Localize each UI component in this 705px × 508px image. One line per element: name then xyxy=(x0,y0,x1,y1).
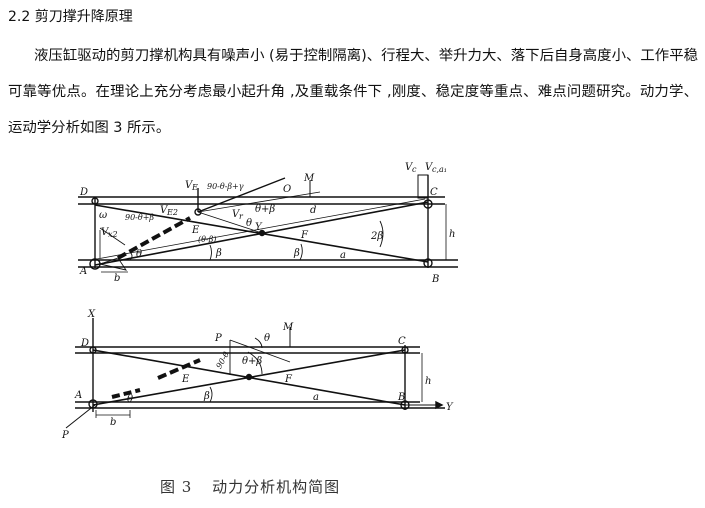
top-label-vr: V xyxy=(232,209,241,220)
top-label-ve2: V xyxy=(160,205,169,216)
top-label-omega: ω xyxy=(99,210,107,221)
bottom-label-x: X xyxy=(87,309,96,320)
top-label-vr-sub: r xyxy=(239,212,244,221)
bottom-label-b: B xyxy=(397,392,405,403)
bottom-label-a: A xyxy=(74,390,82,401)
bottom-arc-theta-beta xyxy=(247,351,263,375)
bottom-force-p-upper xyxy=(229,339,291,363)
bottom-arc-theta-top xyxy=(254,337,263,349)
top-label-d: D xyxy=(79,187,88,198)
top-vector-ve-dir xyxy=(197,177,286,213)
bottom-center-pivot xyxy=(245,373,253,381)
top-label-vx: V xyxy=(101,227,110,238)
top-vector-line-e-center xyxy=(197,211,263,234)
top-label-theta-beta: θ+β xyxy=(255,204,275,215)
top-label-vcrel: V xyxy=(425,162,434,173)
bottom-label-beta: β xyxy=(203,391,210,402)
top-label-theta-1: θ xyxy=(136,249,142,260)
figure-caption-text: 动力分析机构简图 xyxy=(212,478,341,496)
top-label-beta-1: β xyxy=(215,248,222,259)
top-label-c: C xyxy=(430,187,438,198)
top-label-ve-sub: E xyxy=(191,183,198,192)
top-label-theta-2: θ xyxy=(246,218,252,229)
bottom-label-a: a xyxy=(313,392,319,403)
paragraph-text: 液压缸驱动的剪刀撑机构具有噪声小 (易于控制隔离)、行程大、举升力大、落下后自身… xyxy=(8,48,698,136)
top-label-b: B xyxy=(431,274,439,285)
top-vector-ve2 xyxy=(197,191,321,213)
bottom-arc-beta xyxy=(209,386,213,403)
top-label-m: M xyxy=(303,173,315,184)
top-label-rel: (θ-β) xyxy=(198,235,216,244)
bottom-label-f: F xyxy=(284,374,293,385)
figure-label: 图 3 xyxy=(160,478,193,496)
top-label-a: A xyxy=(79,266,87,277)
top-label-angle-top: 90-θ-β+γ xyxy=(207,182,244,191)
bottom-label-theta-beta: θ+β xyxy=(242,356,262,367)
bottom-label-p-bottom: P xyxy=(61,430,69,441)
top-force-triangle xyxy=(99,257,128,271)
figure-caption: 图 3 动力分析机构简图 xyxy=(160,476,340,497)
bottom-label-e: E xyxy=(181,374,190,385)
top-label-vx-sub: x2 xyxy=(108,230,118,239)
section-title: 剪刀撑升降原理 xyxy=(34,9,133,25)
bottom-y-arrow xyxy=(435,400,444,410)
top-label-d-dim: d xyxy=(310,205,316,216)
bottom-label-m: M xyxy=(282,322,294,333)
section-number: 2.2 xyxy=(8,9,31,25)
top-arc-theta xyxy=(129,251,133,261)
top-label-2beta: 2β xyxy=(370,231,383,242)
top-diagram xyxy=(78,174,458,273)
section-heading: 2.2 剪刀撑升降原理 xyxy=(8,6,133,26)
bottom-pivot-d xyxy=(89,346,97,354)
bottom-pivot-a xyxy=(88,399,98,409)
top-labels: D A C B E F O M Y V E 90-θ-β+γ V c V c,a… xyxy=(79,162,455,285)
top-pivot-d xyxy=(91,197,99,205)
top-arc-beta-2 xyxy=(299,243,303,261)
top-arc-beta-1 xyxy=(209,244,212,261)
top-arm-ac-parallel xyxy=(96,198,426,260)
top-label-f: F xyxy=(300,230,309,241)
bottom-label-h: h xyxy=(425,376,431,387)
top-label-e: E xyxy=(191,225,200,236)
top-label-ve: V xyxy=(185,180,194,191)
top-pivot-b xyxy=(423,258,433,268)
top-label-vcrel-sub: c,a₁ xyxy=(432,165,447,174)
top-label-vc: V xyxy=(405,162,414,173)
top-label-y: Y xyxy=(255,222,263,233)
top-label-b: b xyxy=(114,273,120,284)
bottom-diagram xyxy=(65,318,445,429)
top-vector-vx xyxy=(99,227,126,246)
top-arc-2beta xyxy=(379,220,384,248)
bottom-label-d: D xyxy=(80,338,89,349)
top-hydraulic-cylinder xyxy=(117,216,191,260)
bottom-label-p-top: P xyxy=(214,333,222,344)
body-paragraph: 液压缸驱动的剪刀撑机构具有噪声小 (易于控制隔离)、行程大、举升力大、落下后自身… xyxy=(8,38,698,146)
bottom-force-p-lower xyxy=(65,404,96,429)
bottom-cylinder-lower xyxy=(111,388,141,399)
bottom-labels: X D A C B E F M P P Y θ θ+β 90-θ β a b h… xyxy=(61,309,454,441)
top-label-angle-mid: 90-θ+β xyxy=(125,213,154,222)
bottom-pivot-c xyxy=(401,346,409,354)
top-label-h: h xyxy=(449,229,455,240)
bottom-label-y: Y xyxy=(446,402,454,413)
top-vc-box xyxy=(417,174,429,199)
top-label-o: O xyxy=(283,184,291,195)
bottom-label-theta-top: θ xyxy=(264,333,270,344)
bottom-cylinder-upper xyxy=(157,358,201,380)
top-label-a: a xyxy=(340,250,346,261)
bottom-label-theta-left: θ xyxy=(127,394,133,405)
top-label-beta-2: β xyxy=(293,248,300,259)
top-label-ve2-sub: E2 xyxy=(166,208,178,217)
bottom-label-c: C xyxy=(398,336,406,347)
top-label-vc-sub: c xyxy=(412,165,417,174)
top-pivot-c xyxy=(423,199,433,209)
bottom-label-b: b xyxy=(110,417,116,428)
